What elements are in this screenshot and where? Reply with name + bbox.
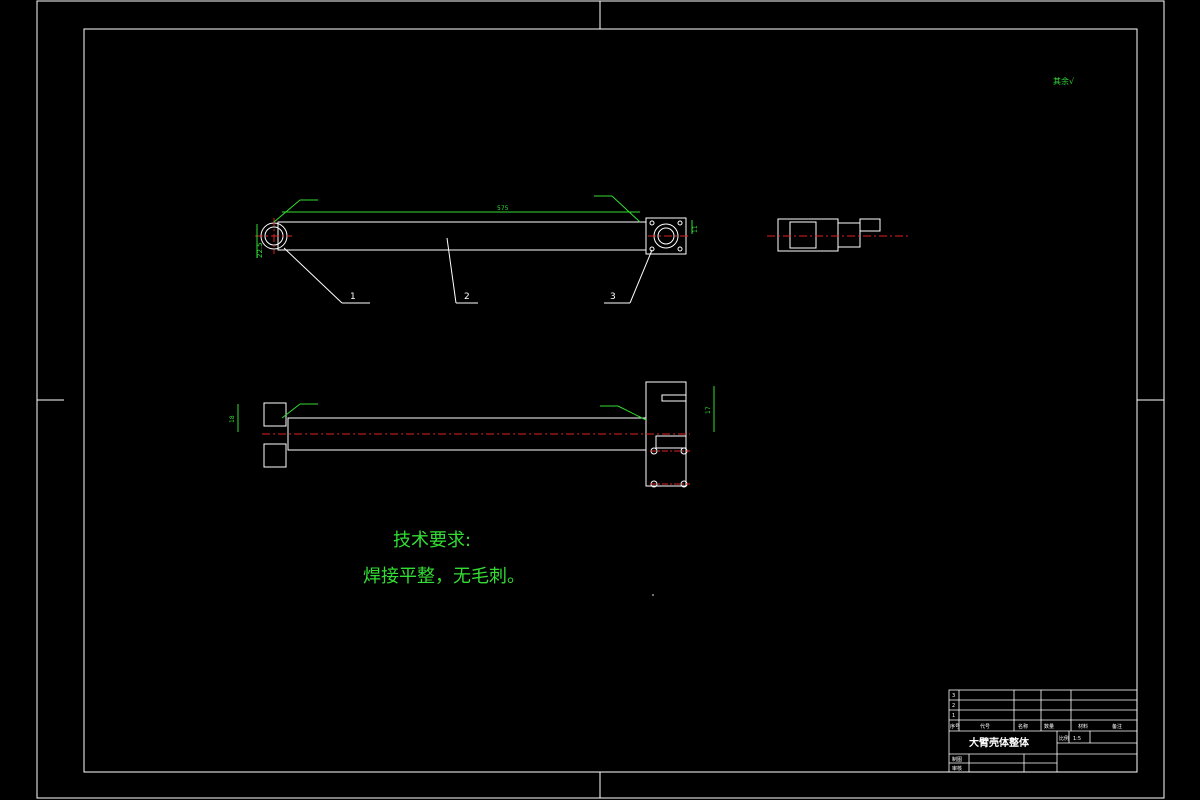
top-dimensions bbox=[256, 195, 693, 258]
scale-value: 1:5 bbox=[1073, 736, 1081, 742]
dim-text-bottom-left: 18 bbox=[229, 415, 236, 423]
dim-text-bottom-right: 17 bbox=[705, 406, 712, 414]
leader-2 bbox=[446, 237, 457, 304]
row-number: 2 bbox=[952, 703, 955, 709]
plan-left-boss-bottom bbox=[263, 443, 287, 468]
header-name: 名称 bbox=[1018, 723, 1028, 730]
title-block-text: 3 2 1 序号 代号 名称 数量 材料 备注 大臂壳体整体 比例 1:5 制图… bbox=[950, 693, 1122, 772]
drawing-title: 大臂壳体整体 bbox=[969, 736, 1030, 749]
leader-3 bbox=[629, 249, 653, 304]
scale-label: 比例 bbox=[1059, 735, 1069, 742]
header-material: 材料 bbox=[1078, 723, 1088, 730]
bolt-hole bbox=[677, 220, 683, 226]
sheet-outer-border bbox=[36, 0, 1165, 799]
tech-requirements-title: 技术要求: bbox=[393, 530, 471, 551]
plan-left-boss-top bbox=[263, 402, 287, 427]
row-number: 3 bbox=[952, 693, 955, 699]
drawing-frame bbox=[83, 28, 1138, 773]
bolt-hole bbox=[677, 246, 683, 252]
weld-leader-bottom-right bbox=[617, 405, 647, 421]
tech-requirements-text: 焊接平整，无毛刺。 bbox=[363, 566, 525, 587]
right-bore-inner bbox=[657, 227, 675, 245]
balloon-1: 1 bbox=[350, 292, 356, 302]
weld-leader-bottom-left bbox=[281, 403, 301, 419]
arm-body bbox=[277, 221, 647, 251]
header-code: 代号 bbox=[980, 723, 990, 730]
part-leaders bbox=[283, 237, 653, 304]
bottom-view bbox=[262, 381, 690, 488]
side-tab bbox=[859, 218, 881, 232]
title-block bbox=[948, 689, 1138, 773]
weld-leader-right bbox=[611, 195, 641, 223]
side-view bbox=[767, 218, 908, 252]
header-qty: 数量 bbox=[1044, 723, 1054, 730]
side-body bbox=[777, 218, 839, 252]
dim-text-left-height: 22.5 bbox=[256, 242, 264, 258]
side-flange bbox=[837, 222, 861, 248]
header-index: 序号 bbox=[950, 723, 960, 730]
plan-right-slot bbox=[661, 394, 687, 402]
header-remark: 备注 bbox=[1112, 723, 1122, 730]
weld-leader-left bbox=[273, 199, 301, 223]
dim-text-right-small: 11 bbox=[692, 225, 699, 233]
bolt-hole bbox=[649, 220, 655, 226]
row-number: 1 bbox=[952, 713, 955, 719]
side-inner bbox=[789, 221, 817, 249]
check-label: 审核 bbox=[952, 765, 962, 772]
stray-point bbox=[652, 594, 654, 596]
bottom-dimensions bbox=[237, 386, 715, 432]
top-view bbox=[255, 217, 690, 255]
surface-finish-note: 其余√ bbox=[1053, 76, 1075, 86]
dim-text-length: 575 bbox=[497, 205, 509, 212]
balloon-3: 3 bbox=[610, 292, 616, 302]
draw-label: 制图 bbox=[952, 756, 962, 763]
balloon-2: 2 bbox=[464, 292, 470, 302]
leader-1 bbox=[283, 247, 343, 304]
plan-right-inner bbox=[655, 435, 687, 449]
